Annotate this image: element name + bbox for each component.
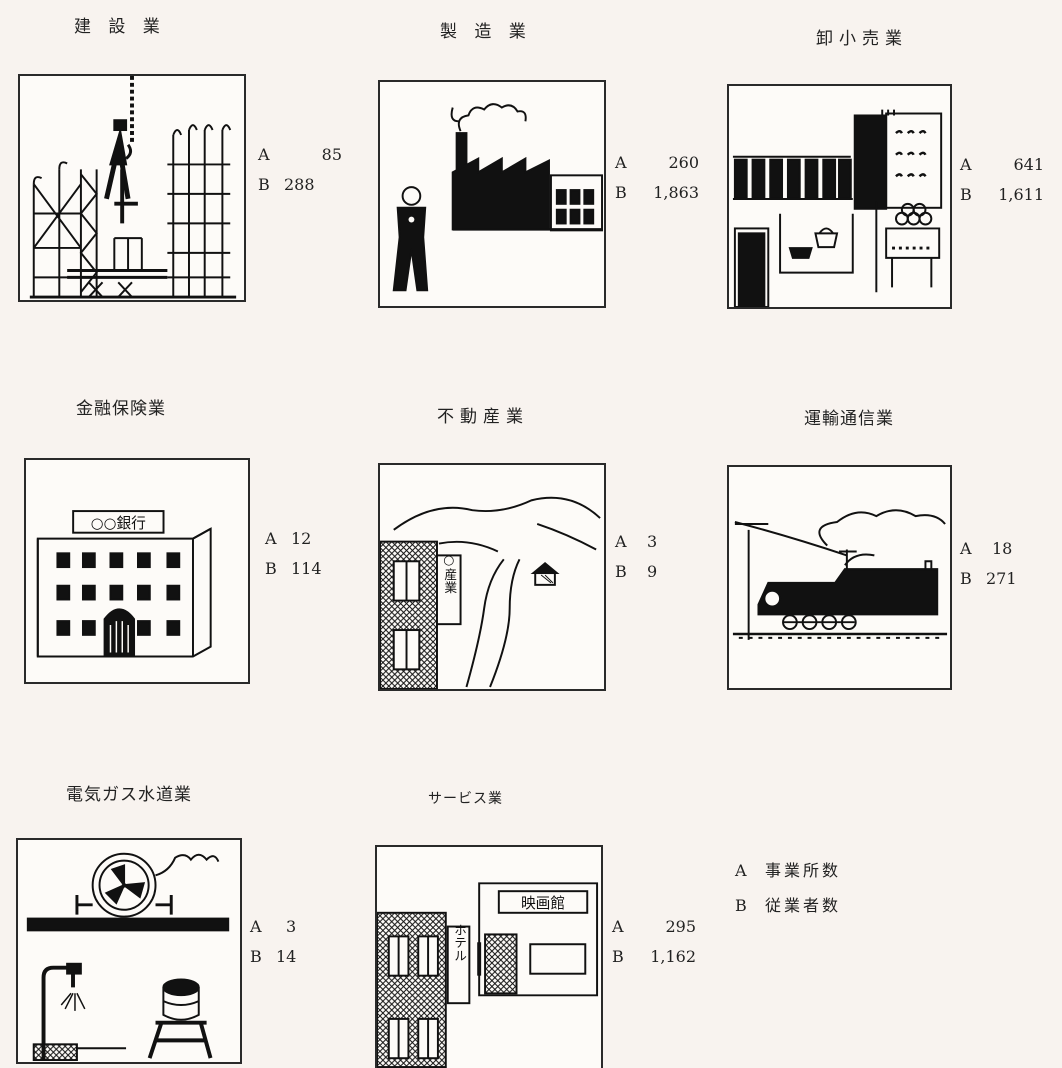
real-estate-icon: ○産業 bbox=[378, 463, 606, 691]
panel-title-transport: 運輸通信業 bbox=[804, 409, 894, 429]
stats-manufacturing: A 260 B 1,863 bbox=[615, 148, 699, 208]
stats-retail: A 641 B 1,611 bbox=[960, 150, 1044, 210]
employees-value: 114 bbox=[291, 559, 322, 578]
stat-label-b: B bbox=[612, 947, 624, 966]
employees-value: 1,863 bbox=[653, 183, 699, 202]
employees-value: 9 bbox=[647, 562, 658, 581]
stats-utilities: A 3 B 14 bbox=[250, 912, 344, 972]
stat-label-b: B bbox=[960, 569, 972, 588]
shop-icon bbox=[727, 84, 952, 309]
stat-label-a: A bbox=[960, 539, 972, 558]
legend: A 事業所数 B 従業者数 bbox=[735, 853, 841, 923]
cinema-sign-text: 映画館 bbox=[521, 895, 565, 912]
employees-value: 1,162 bbox=[650, 947, 696, 966]
panel-title-service: サービス業 bbox=[428, 791, 503, 807]
stats-realestate: A 3 B 9 bbox=[615, 527, 657, 587]
panel-title-construction: 建 設 業 bbox=[74, 17, 166, 37]
employees-value: 288 bbox=[284, 175, 315, 194]
realestate-sign-text: ○産業 bbox=[441, 553, 456, 594]
steam-train-icon bbox=[727, 465, 952, 690]
establishments-value: 295 bbox=[665, 917, 696, 936]
stat-label-a: A bbox=[258, 145, 270, 164]
panel-title-finance: 金融保険業 bbox=[76, 399, 166, 419]
establishments-value: 3 bbox=[286, 917, 297, 936]
legend-text: 従業者数 bbox=[765, 896, 842, 915]
establishments-value: 12 bbox=[291, 529, 312, 548]
stats-service: A 295 B 1,162 bbox=[612, 912, 696, 972]
panel-title-manufacturing: 製 造 業 bbox=[440, 22, 532, 42]
stat-label-a: A bbox=[615, 532, 627, 551]
stat-label-a: A bbox=[960, 155, 972, 174]
panel-title-realestate: 不動産業 bbox=[437, 407, 529, 427]
factory-icon bbox=[378, 80, 606, 308]
employees-value: 14 bbox=[276, 947, 297, 966]
stat-label-b: B bbox=[615, 562, 627, 581]
legend-text: 事業所数 bbox=[765, 861, 842, 880]
stats-transport: A 18 B 271 bbox=[960, 534, 1050, 594]
stat-label-b: B bbox=[258, 175, 270, 194]
stat-label-b: B bbox=[960, 185, 972, 204]
panel-title-utilities: 電気ガス水道業 bbox=[66, 785, 192, 805]
establishments-value: 18 bbox=[992, 539, 1013, 558]
establishments-value: 3 bbox=[647, 532, 658, 551]
stat-label-b: B bbox=[265, 559, 277, 578]
employees-value: 271 bbox=[986, 569, 1017, 588]
bank-sign-text: ○○銀行 bbox=[91, 515, 146, 532]
legend-key: A bbox=[735, 861, 747, 880]
legend-key: B bbox=[735, 896, 747, 915]
establishments-value: 641 bbox=[1013, 155, 1044, 174]
stat-label-a: A bbox=[265, 529, 277, 548]
utilities-icon bbox=[16, 838, 242, 1064]
employees-value: 1,611 bbox=[998, 185, 1044, 204]
panel-title-retail: 卸小売業 bbox=[816, 29, 908, 49]
stat-label-b: B bbox=[615, 183, 627, 202]
legend-item: A 事業所数 bbox=[735, 853, 841, 888]
establishments-value: 260 bbox=[668, 153, 699, 172]
stats-finance: A 12 B 114 bbox=[265, 524, 349, 584]
establishments-value: 85 bbox=[321, 145, 342, 164]
construction-site-icon bbox=[18, 74, 246, 302]
stat-label-a: A bbox=[615, 153, 627, 172]
stat-label-a: A bbox=[612, 917, 624, 936]
hotel-sign-text: ホテル bbox=[451, 923, 466, 961]
hotel-cinema-icon: ホテル 映画館 bbox=[375, 845, 603, 1068]
stats-construction: A 85 B 288 bbox=[258, 140, 342, 200]
stat-label-b: B bbox=[250, 947, 262, 966]
bank-building-icon: ○○銀行 bbox=[24, 458, 250, 684]
stat-label-a: A bbox=[250, 917, 262, 936]
legend-item: B 従業者数 bbox=[735, 888, 841, 923]
